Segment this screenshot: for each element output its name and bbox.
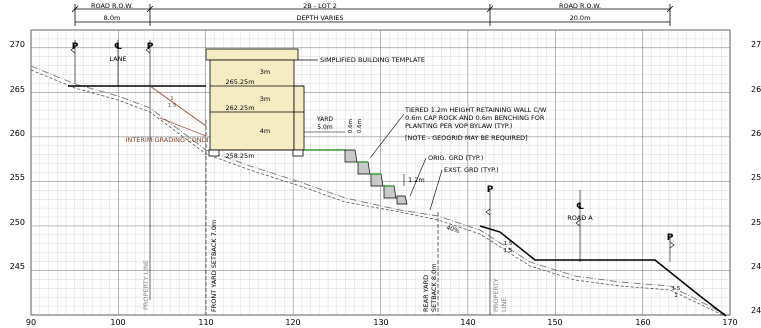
wall-spacing-2: 0.6m	[357, 119, 363, 133]
floor-height-1: 3m	[260, 68, 270, 76]
boundary-mark-lane-left: P	[72, 42, 79, 52]
y-right-tick-1: 27	[751, 40, 761, 49]
centreline-mark-lane: ℄	[114, 42, 122, 52]
yard-dim: 5.0m	[317, 124, 333, 131]
elevation-2: 262.25m	[225, 104, 254, 112]
building-upper-step	[293, 85, 305, 151]
building-roof	[205, 48, 299, 61]
interim-slope-group: 1 1.5	[168, 96, 177, 109]
y-right-tick-2: 26	[751, 85, 761, 94]
x-tick-100: 100	[110, 318, 125, 327]
lot-label: 2B - LOT 2	[303, 2, 337, 10]
y-right-tick-5: 25	[751, 218, 761, 227]
elevation-1: 265.25m	[225, 78, 254, 86]
orig-grd-leader	[409, 157, 427, 197]
retaining-wall-1	[344, 149, 358, 163]
yard-label: YARD	[316, 116, 333, 123]
road-slope-left-rise: 1.5	[504, 241, 513, 247]
footing-right	[292, 149, 304, 157]
header-dimensions	[71, 4, 674, 26]
rear-yard-label-1: REAR YARD	[422, 275, 430, 312]
retaining-wall-5	[396, 195, 408, 205]
boundary-mark-road-right: P	[667, 233, 674, 243]
elevation-3: 258.25m	[225, 152, 254, 160]
y-axis-left: 270 265 260 255 250 245	[10, 40, 25, 271]
retaining-wall-note-2: 0.6m CAP ROCK AND 0.6m BENCHING FOR	[405, 114, 545, 122]
x-axis: 90 100 110 120 130 140 150 160 170	[26, 318, 738, 327]
interim-slope-rise: 1	[170, 96, 174, 102]
retaining-wall-2	[357, 161, 371, 175]
retaining-wall-4	[383, 185, 397, 199]
wall-benching	[357, 161, 394, 187]
road-slope-left-run: 1.5	[504, 248, 513, 254]
depth-label: DEPTH VARIES	[296, 14, 343, 22]
retaining-walls	[344, 149, 408, 205]
retaining-wall-note-1: TIERED 1.2m HEIGHT RETAINING WALL C/W	[404, 106, 547, 114]
y-right-tick-6: 24	[751, 262, 761, 271]
road-slope-right-run: 1	[674, 293, 678, 299]
wall-height-label: 1.2m	[408, 176, 425, 184]
y-tick-265: 265	[10, 85, 25, 94]
footing-left	[208, 149, 220, 157]
wall-spacing-1: 0.6m	[348, 119, 354, 133]
interim-grading-label: INTERIM GRADING CONDITION	[126, 136, 225, 144]
retaining-wall-leader	[369, 113, 405, 159]
x-tick-160: 160	[635, 318, 650, 327]
road-row-left-width: 8.0m	[104, 14, 121, 22]
interim-leader	[159, 117, 207, 137]
road-row-left-label: ROAD R.O.W.	[91, 2, 133, 10]
floor-height-3: 4m	[260, 127, 270, 135]
boundary-mark-road-left: P	[487, 185, 494, 195]
retaining-wall-note-3: PLANTING PER VOP BYLAW (TYP.)	[405, 122, 512, 130]
reference-lines	[74, 40, 671, 315]
boundary-mark-lane-right: P	[147, 42, 154, 52]
y-tick-250: 250	[10, 218, 25, 227]
y-right-tick-7: 24	[751, 306, 761, 315]
road-profile	[479, 225, 727, 317]
y-tick-255: 255	[10, 173, 25, 182]
x-tick-90: 90	[26, 318, 36, 327]
property-line-right-1: PROPERTY	[492, 278, 500, 312]
x-tick-110: 110	[198, 318, 213, 327]
exst-grd-leader	[429, 169, 443, 211]
floor-height-2: 3m	[260, 95, 270, 103]
road-slope-right-rise: 1.5	[672, 286, 681, 292]
existing-ground-line	[30, 65, 726, 315]
lane-label: LANE	[109, 55, 126, 63]
original-ground-line	[30, 69, 726, 317]
road-a-label: ROAD A	[567, 214, 593, 222]
x-tick-170: 170	[722, 318, 737, 327]
front-yard-setback: FRONT YARD SETBACK 7.0m	[210, 220, 218, 312]
x-tick-130: 130	[373, 318, 388, 327]
centreline-mark-road: ℄	[576, 202, 584, 212]
geogrid-note: [NOTE - GEOGRID MAY BE REQUIRED]	[405, 134, 528, 142]
building-body	[209, 59, 295, 151]
grid	[30, 29, 731, 316]
road-row-right-width: 20.0m	[570, 14, 591, 22]
x-tick-140: 140	[460, 318, 475, 327]
y-tick-245: 245	[10, 262, 25, 271]
y-tick-260: 260	[10, 129, 25, 138]
y-tick-270: 270	[10, 40, 25, 49]
grade-slope-label: 40%	[445, 224, 460, 235]
x-tick-150: 150	[547, 318, 562, 327]
interim-grading-line	[149, 85, 207, 127]
retaining-wall-3	[370, 173, 384, 187]
y-axis-right: 27 26 26 25 25 24 24	[751, 40, 761, 315]
property-line-right-2: LINE	[500, 297, 508, 312]
interim-slope-run: 1.5	[168, 103, 177, 109]
x-tick-120: 120	[285, 318, 300, 327]
exst-grd-label: EXST. GRD (TYP.)	[444, 166, 499, 174]
y-right-tick-3: 26	[751, 129, 761, 138]
orig-grd-label: ORIG. GRD (TYP.)	[428, 154, 483, 162]
road-row-right-label: ROAD R.O.W.	[559, 2, 601, 10]
property-line-left: PROPERTY LINE	[142, 260, 150, 310]
flag-markers	[70, 46, 675, 249]
y-right-tick-4: 25	[751, 173, 761, 182]
building-template-label: SIMPLIFIED BUILDING TEMPLATE	[320, 56, 425, 64]
rear-yard-label-2: SETBACK 8.0m	[430, 263, 438, 312]
